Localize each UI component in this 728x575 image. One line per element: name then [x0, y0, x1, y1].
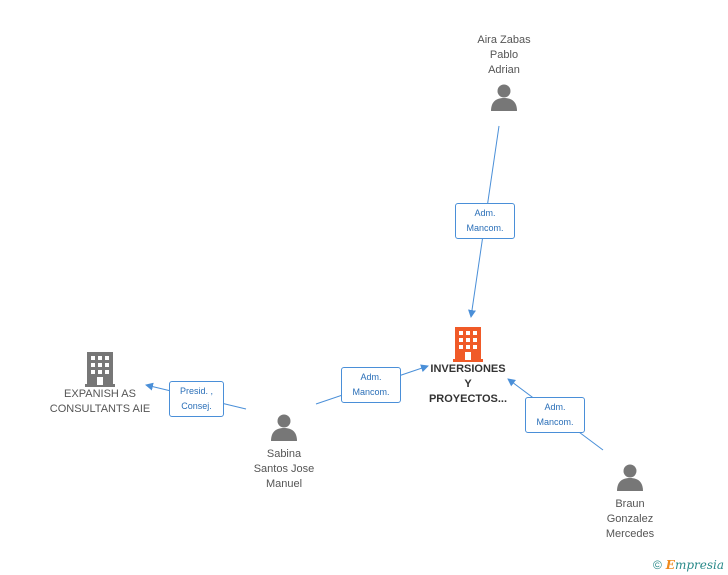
node-label: EXPANISH AS CONSULTANTS AIE	[49, 388, 151, 415]
node-company-inversiones[interactable]: INVERSIONES Y PROYECTOS...	[413, 326, 523, 407]
node-person-sabina-santos[interactable]: Sabina Santos Jose Manuel	[224, 412, 344, 492]
node-person-aira-zabas[interactable]: Aira Zabas Pablo Adrian	[444, 33, 564, 112]
person-icon	[491, 84, 517, 111]
node-label: Sabina Santos Jose Manuel	[253, 448, 315, 490]
brand-logo: Empresia	[665, 558, 724, 572]
node-company-expanish[interactable]: EXPANISH AS CONSULTANTS AIE	[40, 351, 160, 417]
brand-watermark: © Empresia	[653, 558, 724, 572]
copyright-symbol: ©	[652, 558, 662, 572]
node-label: Braun Gonzalez Mercedes	[605, 498, 655, 540]
building-icon	[453, 327, 483, 362]
node-label: Aira Zabas Pablo Adrian	[477, 34, 531, 76]
person-icon	[617, 464, 643, 491]
edge-label-bottom-right-to-center[interactable]: Adm. Mancom.	[525, 397, 585, 433]
node-person-braun-gonzalez[interactable]: Braun Gonzalez Mercedes	[570, 462, 690, 542]
edge-label-top-to-center[interactable]: Adm. Mancom.	[455, 203, 515, 239]
edge-label-middle-to-center[interactable]: Adm. Mancom.	[341, 367, 401, 403]
edge-label-middle-to-left[interactable]: Presid. , Consej.	[169, 381, 224, 417]
node-label: INVERSIONES Y PROYECTOS...	[428, 363, 508, 405]
person-icon	[271, 414, 297, 441]
building-icon	[85, 352, 115, 387]
